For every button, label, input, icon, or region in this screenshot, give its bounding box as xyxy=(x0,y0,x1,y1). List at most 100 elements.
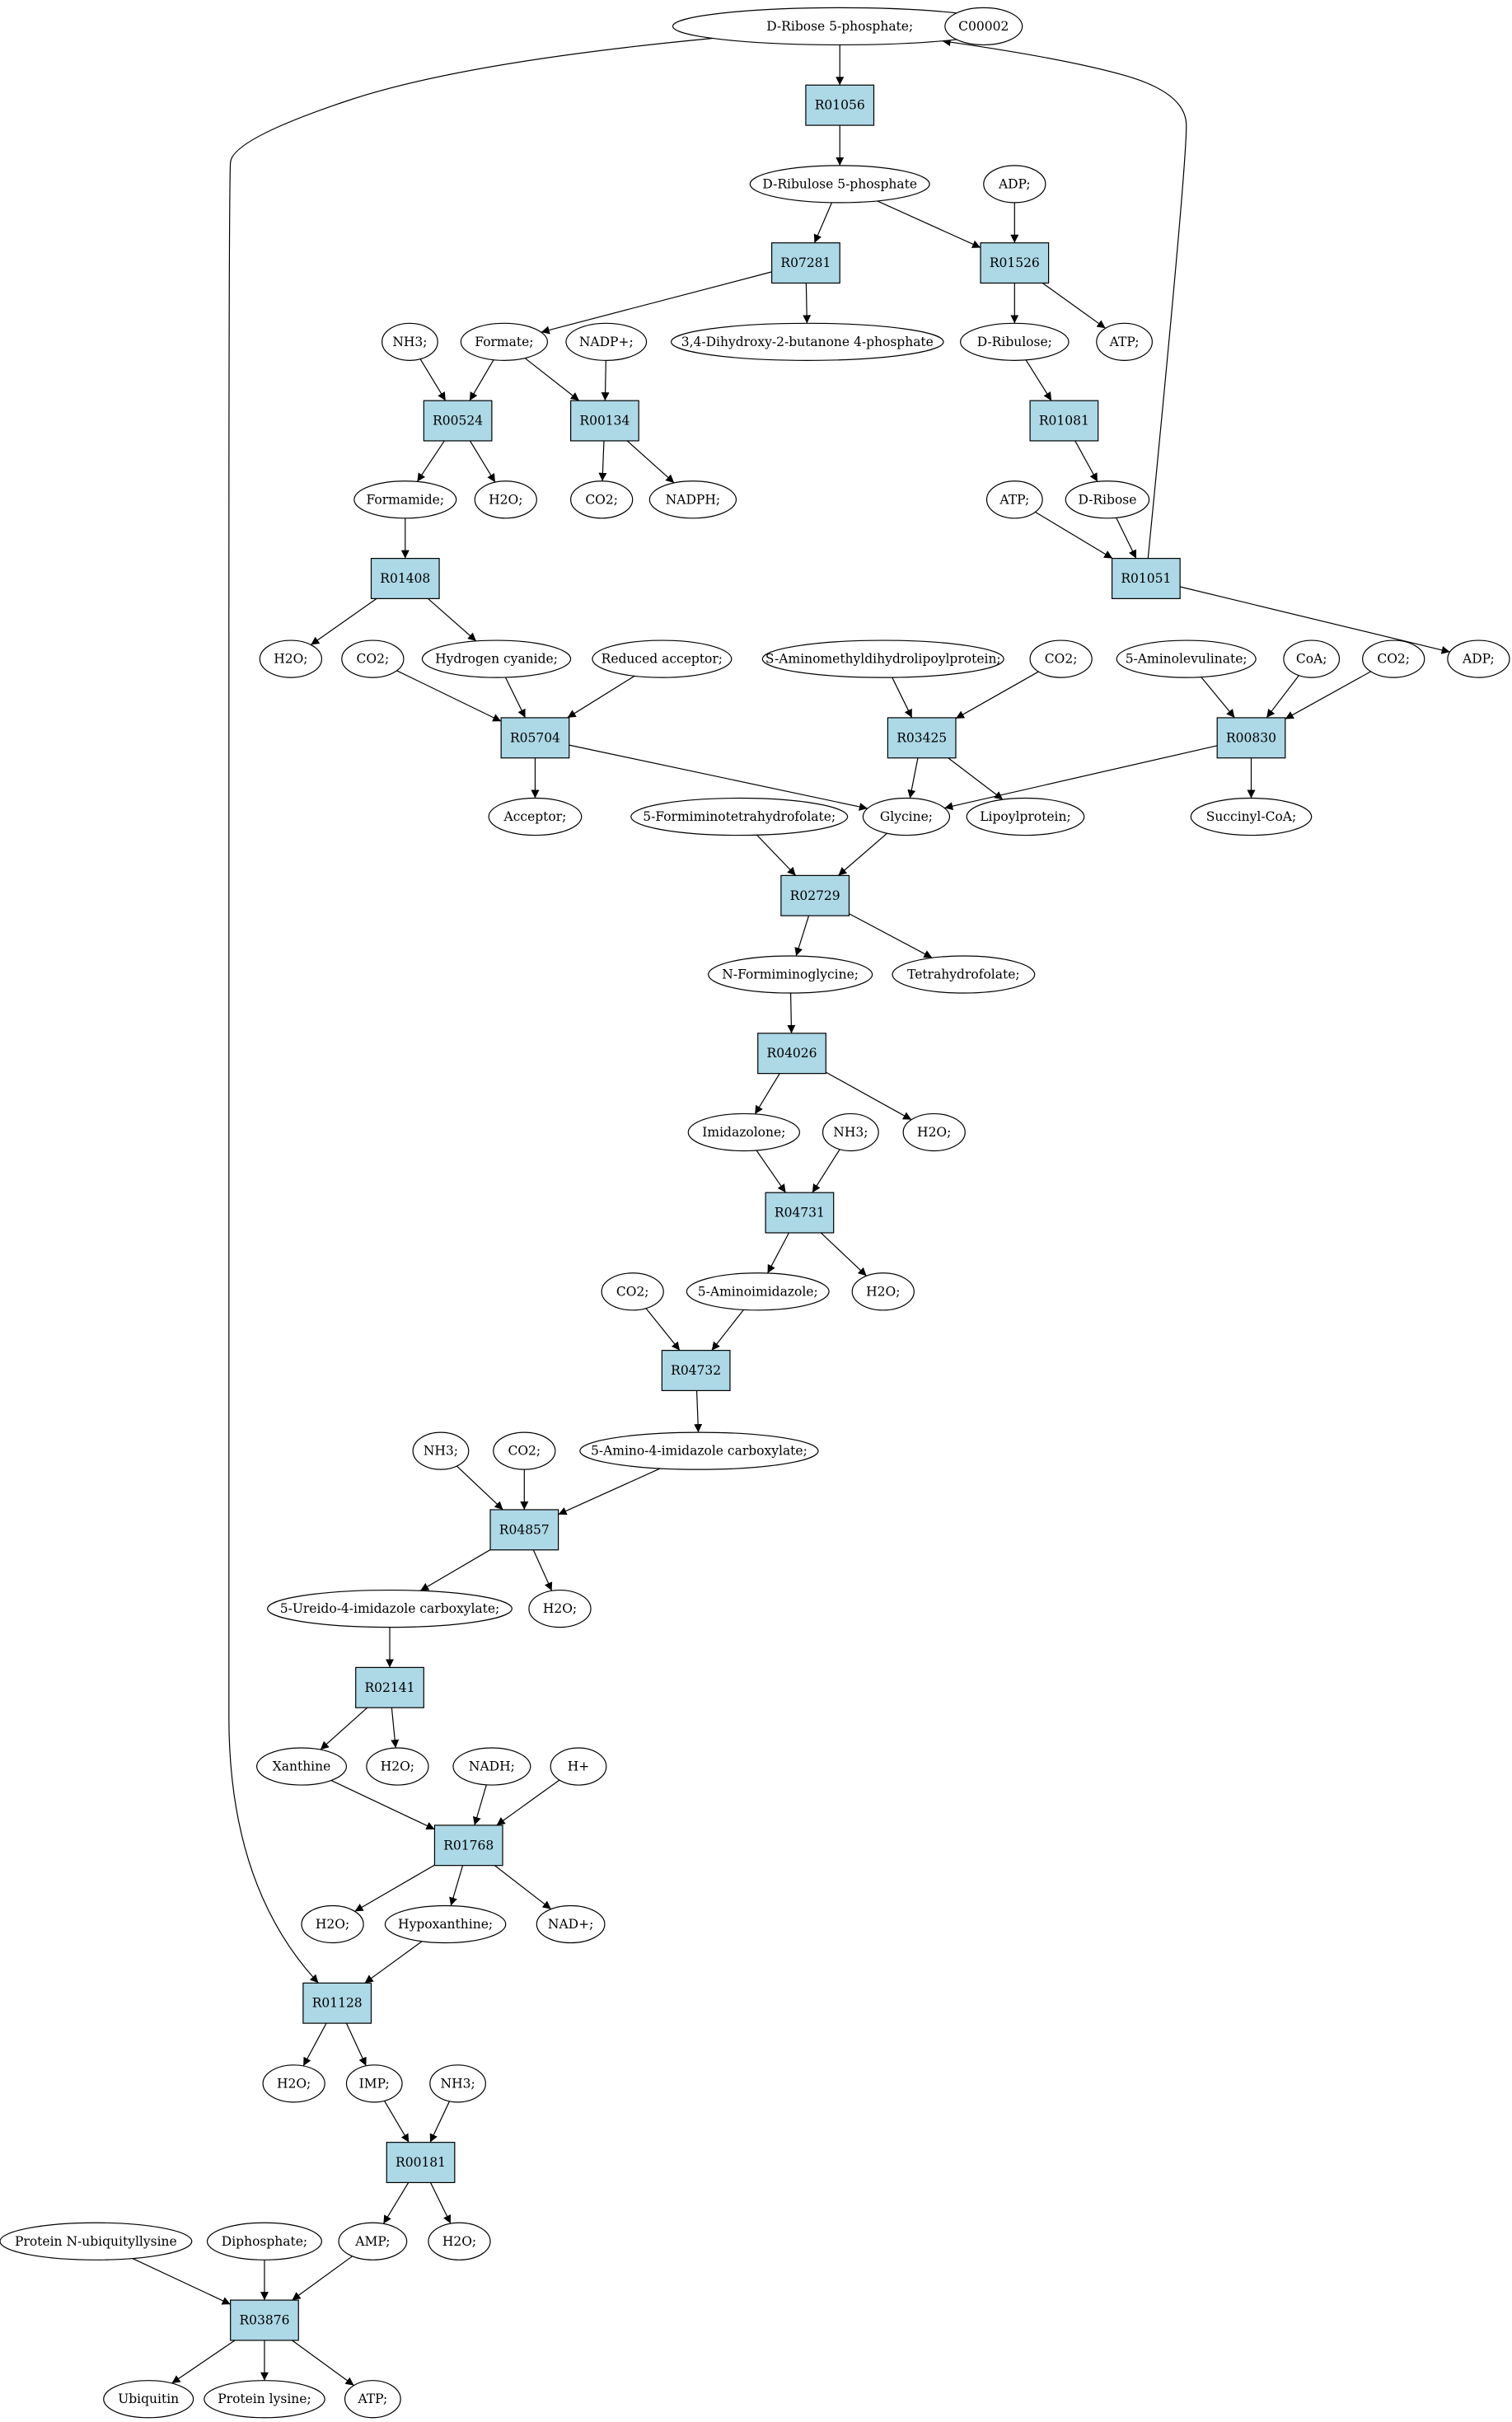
compound-node-hypox[interactable]: Hypoxanthine; xyxy=(384,1904,507,1944)
reaction-node-r05704[interactable]: R05704 xyxy=(500,717,570,759)
node-label: R07281 xyxy=(780,255,831,270)
compound-node-h2o_i[interactable]: H2O; xyxy=(428,2222,491,2260)
compound-node-lipoprot[interactable]: Lipoylprotein; xyxy=(966,797,1085,836)
reaction-node-r04857[interactable]: R04857 xyxy=(489,1509,559,1551)
compound-node-aic[interactable]: 5-Amino-4-imidazole carboxylate; xyxy=(579,1431,819,1470)
compound-node-ubiquitin[interactable]: Ubiquitin xyxy=(103,2380,194,2419)
compound-node-xanthine[interactable]: Xanthine xyxy=(255,1747,348,1786)
reaction-node-r00524[interactable]: R00524 xyxy=(423,400,493,442)
compound-node-formamide[interactable]: Formamide; xyxy=(353,480,457,519)
compound-node-ala[interactable]: 5-Aminolevulinate; xyxy=(1116,639,1257,678)
compound-node-formate[interactable]: Formate; xyxy=(460,322,549,361)
reaction-node-r04732[interactable]: R04732 xyxy=(661,1350,731,1392)
compound-node-co2_a[interactable]: CO2; xyxy=(570,480,634,519)
compound-node-atp1[interactable]: ATP; xyxy=(1096,322,1153,361)
compound-node-thf[interactable]: Tetrahydrofolate; xyxy=(892,955,1036,994)
compound-node-nh3c[interactable]: NH3; xyxy=(412,1431,470,1470)
nodes-layer: D-Ribose 5-phosphate;C00002R01056D-Ribul… xyxy=(0,7,1510,2419)
compound-node-h2o_g[interactable]: H2O; xyxy=(301,1904,364,1944)
compound-node-co2_e[interactable]: CO2; xyxy=(601,1272,664,1311)
compound-node-pnul[interactable]: Protein N-ubiquityllysine xyxy=(0,2222,193,2260)
compound-node-h2o_f[interactable]: H2O; xyxy=(366,1747,429,1786)
compound-node-atp2[interactable]: ATP; xyxy=(985,480,1043,519)
reaction-node-r01051[interactable]: R01051 xyxy=(1111,557,1181,599)
compound-node-atp3[interactable]: ATP; xyxy=(344,2380,401,2419)
compound-node-fthf[interactable]: 5-Formiminotetrahydrofolate; xyxy=(630,797,849,836)
compound-node-imidazolone[interactable]: Imidazolone; xyxy=(687,1113,801,1152)
compound-node-adp2[interactable]: ADP; xyxy=(1447,639,1510,678)
compound-node-imp[interactable]: IMP; xyxy=(345,2064,403,2103)
reaction-node-r00134[interactable]: R00134 xyxy=(570,400,639,442)
compound-node-nadp[interactable]: NAD+; xyxy=(536,1904,606,1944)
compound-node-succoa[interactable]: Succinyl-CoA; xyxy=(1190,797,1313,836)
compound-node-co2_c[interactable]: CO2; xyxy=(1029,639,1093,678)
compound-node-ribulose[interactable]: D-Ribulose; xyxy=(960,322,1070,361)
reaction-node-r00181[interactable]: R00181 xyxy=(386,2142,456,2184)
reaction-node-r07281[interactable]: R07281 xyxy=(771,242,840,284)
compound-node-h2o_h[interactable]: H2O; xyxy=(262,2064,325,2103)
compound-node-samdlp[interactable]: S-Aminomethyldihydrolipoylprotein; xyxy=(761,639,1004,678)
compound-node-co2_b[interactable]: CO2; xyxy=(341,639,405,678)
reaction-node-r00830[interactable]: R00830 xyxy=(1216,717,1286,759)
node-label: Acceptor; xyxy=(503,809,567,824)
compound-node-co2_f[interactable]: CO2; xyxy=(493,1431,556,1470)
reaction-box xyxy=(980,242,1050,284)
compound-ellipse xyxy=(421,639,572,678)
compound-node-dhbp[interactable]: 3,4-Dihydroxy-2-butanone 4-phosphate xyxy=(671,322,944,361)
compound-node-nfg[interactable]: N-Formiminoglycine; xyxy=(708,955,873,994)
reaction-node-r04026[interactable]: R04026 xyxy=(757,1033,826,1075)
compound-node-amp[interactable]: AMP; xyxy=(338,2222,408,2260)
reaction-box xyxy=(805,84,875,126)
compound-ellipse xyxy=(382,322,438,361)
reaction-node-r04731[interactable]: R04731 xyxy=(765,1192,835,1234)
reaction-node-r03425[interactable]: R03425 xyxy=(887,717,957,759)
compound-ellipse xyxy=(528,1589,592,1628)
compound-node-dribose[interactable]: D-Ribose xyxy=(1065,480,1150,519)
compound-node-nh3b[interactable]: NH3; xyxy=(822,1113,879,1152)
compound-node-h2o_a[interactable]: H2O; xyxy=(474,480,537,519)
compound-node-h2o_d[interactable]: H2O; xyxy=(851,1272,915,1311)
compound-node-nadph[interactable]: NADPH; xyxy=(648,480,737,519)
reaction-box xyxy=(386,2142,456,2184)
compound-node-diphos[interactable]: Diphosphate; xyxy=(206,2222,323,2260)
edge-co2_e-to-r04732 xyxy=(645,1308,681,1351)
edge-co2_b-to-r05704 xyxy=(396,670,502,722)
compound-node-protlys[interactable]: Protein lysine; xyxy=(204,2380,325,2419)
compound-node-ribulose5p[interactable]: D-Ribulose 5-phosphate xyxy=(749,165,930,204)
reaction-node-r01056[interactable]: R01056 xyxy=(805,84,875,126)
compound-node-redacc[interactable]: Reduced acceptor; xyxy=(592,639,733,678)
reaction-node-r03876[interactable]: R03876 xyxy=(230,2299,299,2341)
reaction-node-r01408[interactable]: R01408 xyxy=(370,557,440,599)
compound-node-nadpp[interactable]: NADP+; xyxy=(565,322,648,361)
compound-node-nh3d[interactable]: NH3; xyxy=(429,2064,486,2103)
edge-nh3a-to-r00524 xyxy=(419,358,447,401)
reaction-node-r01768[interactable]: R01768 xyxy=(433,1825,503,1867)
compound-node-uic[interactable]: 5-Ureido-4-imidazole carboxylate; xyxy=(267,1589,513,1628)
reaction-node-r02141[interactable]: R02141 xyxy=(355,1666,424,1708)
reaction-node-r01526[interactable]: R01526 xyxy=(980,242,1050,284)
edge-r07281-to-dhbp xyxy=(803,283,812,324)
compound-node-h2o_c[interactable]: H2O; xyxy=(902,1113,966,1152)
compound-node-acceptor[interactable]: Acceptor; xyxy=(488,797,583,836)
edge-r04732-to-aic xyxy=(694,1390,703,1433)
node-label: NH3; xyxy=(424,1444,458,1459)
compound-node-nh3a[interactable]: NH3; xyxy=(382,322,438,361)
compound-node-h2o_e[interactable]: H2O; xyxy=(528,1589,592,1628)
compound-node-aminoimid[interactable]: 5-Aminoimidazole; xyxy=(686,1272,830,1311)
compound-node-hplus[interactable]: H+ xyxy=(550,1747,607,1786)
compound-node-glycine[interactable]: Glycine; xyxy=(862,797,951,836)
reaction-node-r02729[interactable]: R02729 xyxy=(780,874,850,916)
compound-node-coa[interactable]: CoA; xyxy=(1283,639,1341,678)
edge-hplus-to-r01768 xyxy=(496,1779,560,1826)
compound-node-co2_d[interactable]: CO2; xyxy=(1362,639,1425,678)
edge-hypox-to-r01128 xyxy=(364,1941,423,1984)
compound-node-hcn[interactable]: Hydrogen cyanide; xyxy=(421,639,572,678)
compound-node-h2o_b[interactable]: H2O; xyxy=(259,639,323,678)
compound-node-nadh[interactable]: NADH; xyxy=(452,1747,531,1786)
reaction-node-r01081[interactable]: R01081 xyxy=(1029,400,1099,442)
edge-r02729-to-thf xyxy=(849,913,933,958)
compound-node-c00002[interactable]: C00002 xyxy=(944,7,1023,46)
compound-node-adp1[interactable]: ADP; xyxy=(983,165,1046,204)
reaction-node-r01128[interactable]: R01128 xyxy=(302,1982,372,2024)
node-label: C00002 xyxy=(958,19,1009,34)
